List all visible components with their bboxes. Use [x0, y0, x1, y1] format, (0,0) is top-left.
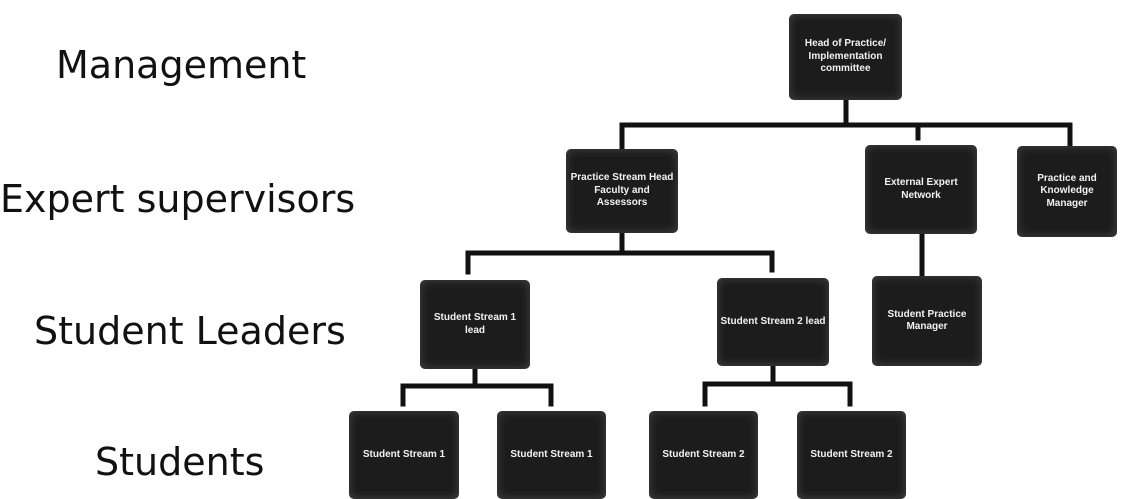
level-label-expert-supervisors: Expert supervisors: [0, 177, 356, 221]
node-student-stream-2-b: Student Stream 2: [797, 411, 906, 499]
level-label-management: Management: [56, 43, 307, 87]
node-student-stream-1-b: Student Stream 1: [497, 411, 606, 499]
node-external-expert-network: External Expert Network: [865, 145, 977, 234]
node-student-stream-1-lead: Student Stream 1 lead: [420, 280, 530, 369]
node-practice-stream-head: Practice Stream Head Faculty and Assesso…: [566, 149, 678, 233]
node-student-practice-manager: Student Practice Manager: [872, 276, 982, 366]
level-label-students: Students: [95, 440, 265, 484]
level-label-student-leaders: Student Leaders: [34, 309, 346, 353]
node-head-of-practice: Head of Practice/ Implementation committ…: [789, 14, 902, 100]
node-student-stream-1-a: Student Stream 1: [349, 411, 459, 499]
node-student-stream-2-a: Student Stream 2: [649, 411, 758, 499]
node-student-stream-2-lead: Student Stream 2 lead: [717, 278, 829, 366]
node-practice-knowledge-manager: Practice and Knowledge Manager: [1017, 146, 1117, 237]
